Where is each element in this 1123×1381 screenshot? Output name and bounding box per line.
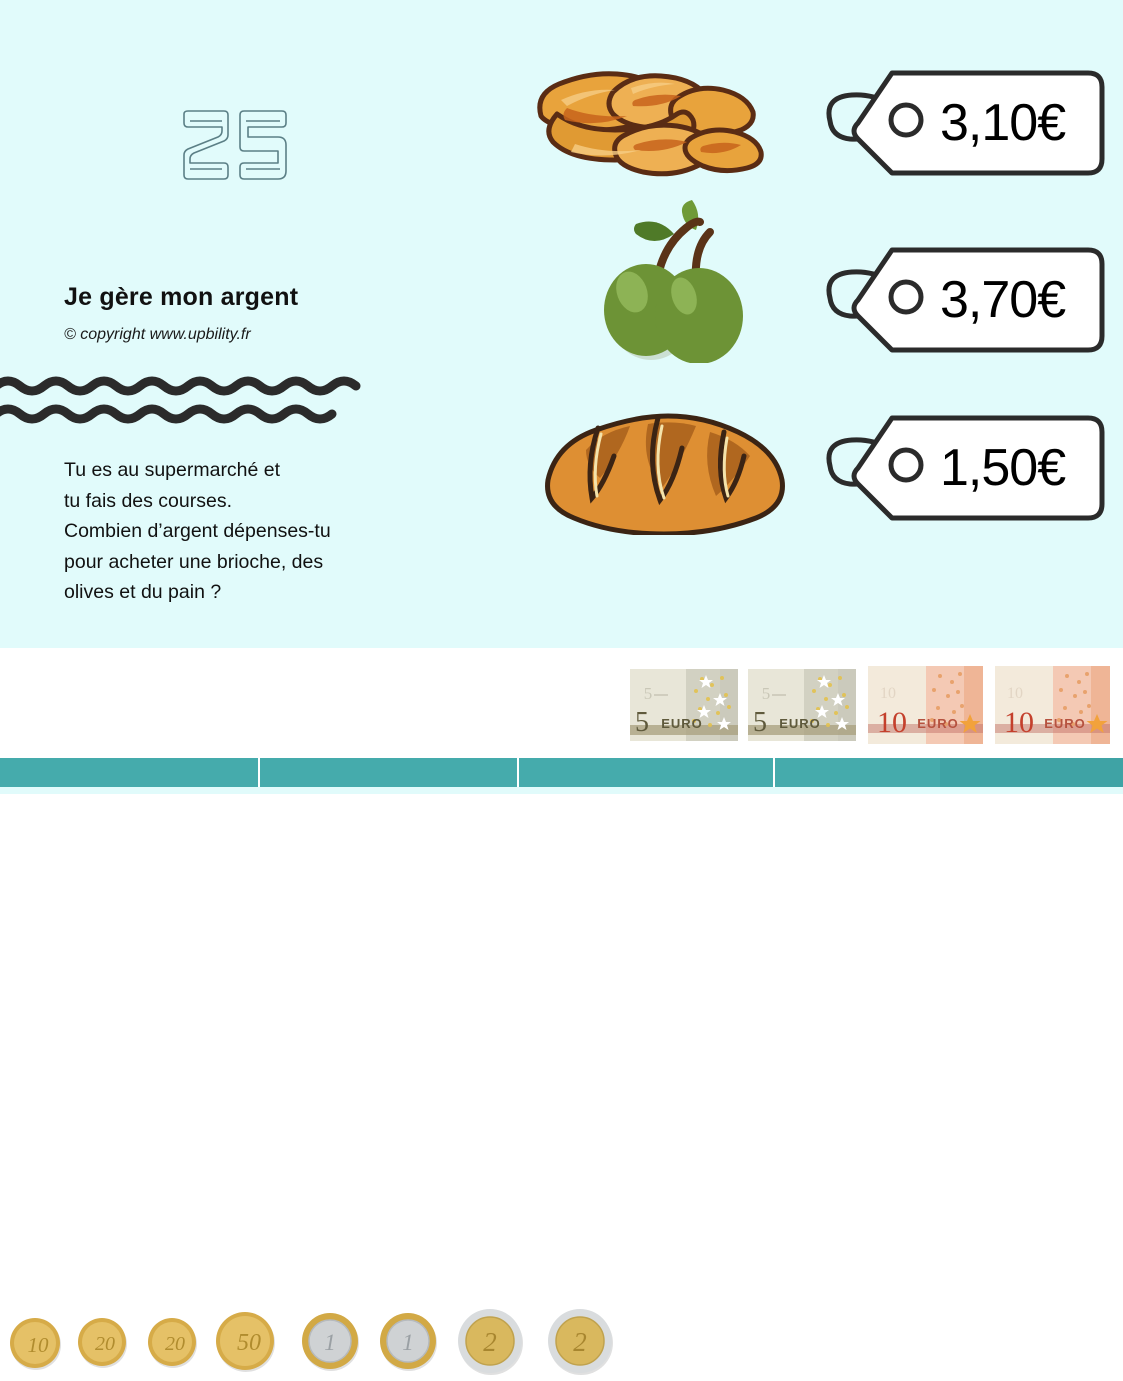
wave-divider: [0, 372, 396, 428]
banknote-face: 10 10 EURO: [995, 666, 1110, 744]
price-label: 3,10€: [940, 94, 1066, 152]
price-tag-shape: [826, 247, 1105, 353]
banknote-10-euro: 10 10 EURO: [868, 666, 983, 749]
bottom-accent-bar: [0, 758, 1123, 787]
copyright-text: © copyright www.upbility.fr: [64, 326, 251, 343]
coin-50-cent: 50: [214, 1309, 278, 1378]
price-tag-shape: [826, 70, 1105, 176]
bread-loaf-illustration: [545, 413, 785, 537]
banknote-face: 10 10 EURO: [868, 666, 983, 744]
price-tag-shape: [826, 415, 1105, 521]
price-label: 1,50€: [940, 439, 1066, 497]
question-line: tu fais des courses.: [64, 489, 232, 512]
money-strip: 10 20 20 50: [0, 648, 1123, 1375]
coin-face: 1: [302, 1313, 359, 1371]
coin-20-cent: 20: [146, 1315, 200, 1374]
question-text: Tu es au supermarché et tu fais des cour…: [64, 455, 424, 608]
price-tag-olives: 3,70€: [810, 240, 1110, 360]
banknote-value: 10: [1004, 706, 1034, 739]
banknote-watermark: 10: [880, 685, 896, 702]
banknote-watermark: 5: [644, 684, 653, 703]
banknote-face: 5 5 EURO: [630, 669, 738, 741]
banknote-value: 5: [753, 707, 767, 738]
coin-face: 1: [380, 1313, 437, 1371]
coin-face: 2: [458, 1309, 523, 1375]
coin-10-cent: 10: [8, 1315, 64, 1376]
banknote-10-euro: 10 10 EURO: [995, 666, 1110, 749]
wave-divider-lines: [0, 376, 361, 424]
banknote-currency: EURO: [917, 716, 959, 731]
coin-2-euro: 2: [546, 1306, 616, 1381]
bread-loaf-icon: [538, 410, 793, 537]
banknote-currency: EURO: [1044, 716, 1086, 731]
coin-face: 20: [78, 1318, 127, 1368]
coin-20-cent: 20: [76, 1315, 130, 1374]
coin-face: 20: [148, 1318, 197, 1368]
banknote-value: 5: [635, 707, 649, 738]
coin-value: 10: [28, 1333, 50, 1357]
footer-strip: [0, 787, 1123, 794]
coin-value: 2: [573, 1327, 587, 1357]
worksheet-number: [178, 105, 298, 185]
banknote-value: 10: [877, 706, 907, 739]
coin-2-euro: 2: [456, 1306, 526, 1381]
bottom-bar-divider: [773, 758, 775, 787]
banknote-watermark: 5: [762, 684, 771, 703]
coin-value: 50: [237, 1330, 261, 1356]
coin-value: 2: [483, 1327, 497, 1357]
olives-illustration: [604, 200, 743, 364]
coin-value: 1: [402, 1330, 414, 1355]
banknote-5-euro: 5 5 EURO: [748, 669, 856, 746]
price-tag-pain: 1,50€: [810, 408, 1110, 528]
coin-1-euro: 1: [378, 1310, 440, 1377]
banknote-currency: EURO: [779, 716, 821, 731]
banknote-5-euro: 5 5 EURO: [630, 669, 738, 746]
banknote-face: 5 5 EURO: [748, 669, 856, 741]
worksheet-number-glyphs: [183, 110, 287, 180]
banknote-watermark: 10: [1007, 685, 1023, 702]
price-tag-brioche: 3,10€: [810, 63, 1110, 183]
coin-1-euro: 1: [300, 1310, 362, 1377]
banknote-currency: EURO: [661, 716, 703, 731]
price-label: 3,70€: [940, 271, 1066, 329]
coin-value: 1: [324, 1330, 336, 1355]
coin-value: 20: [165, 1333, 185, 1355]
bottom-bar-divider: [258, 758, 260, 787]
brioche-icon: [527, 40, 777, 190]
question-line: Tu es au supermarché et: [64, 459, 281, 481]
bottom-bar-shade: [940, 758, 1123, 787]
coin-value: 20: [95, 1333, 115, 1355]
question-line: pour acheter une brioche, des: [64, 550, 324, 573]
bottom-bar-divider: [517, 758, 519, 787]
question-line: Combien d’argent dépenses-tu: [64, 520, 331, 542]
question-line: olives et du pain ?: [64, 581, 222, 603]
olives-icon: [596, 188, 776, 364]
page-title: Je gère mon argent: [64, 283, 299, 311]
brioche-illustration: [537, 71, 764, 177]
coin-face: 2: [548, 1309, 613, 1375]
coin-face: 10: [10, 1318, 61, 1370]
coin-face: 50: [216, 1312, 275, 1372]
